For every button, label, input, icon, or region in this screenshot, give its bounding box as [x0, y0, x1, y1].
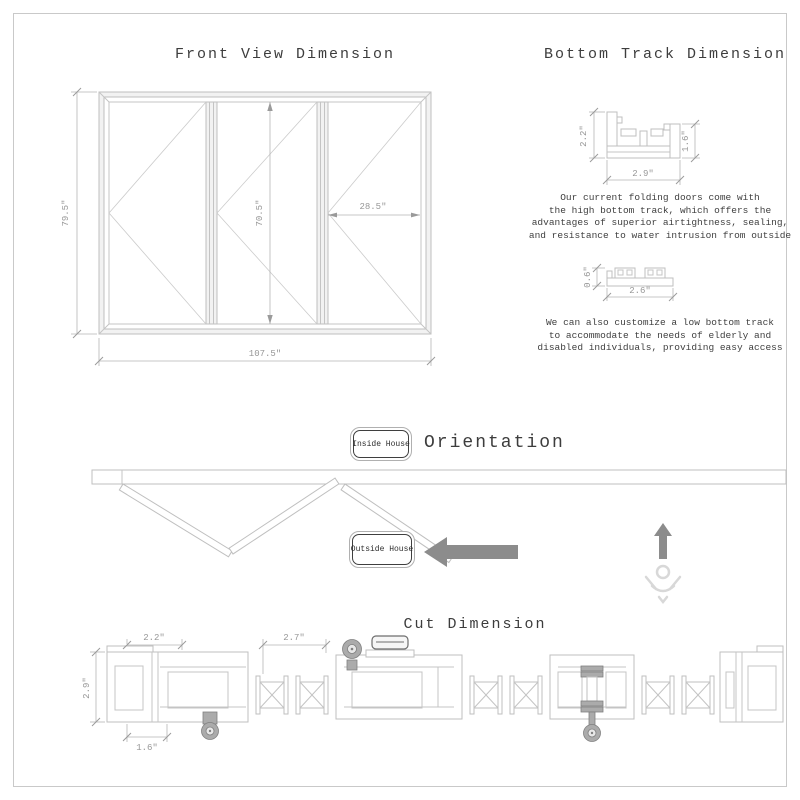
dim-low-track-height: 0.6" — [583, 263, 605, 291]
dim-cut-bottom-width: 1.6" — [122, 724, 172, 753]
dim-high-track-height: 2.2" — [579, 107, 605, 163]
dim-panel-width-label: 28.5" — [359, 202, 386, 212]
right-jamb-profile — [719, 645, 784, 723]
low-bottom-track-drawing: 0.6" 2.6" — [583, 263, 678, 302]
dim-cut-stile-width: 2.7" — [258, 633, 331, 674]
dim-cut-bottom-width-label: 1.6" — [136, 743, 158, 753]
front-view-drawing: 79.5" 107.5" 70.5" 28.5" — [61, 87, 436, 366]
orientation-title: Orientation — [424, 433, 565, 453]
front-view-title: Front View Dimension — [174, 46, 396, 63]
panel-swing-lines — [108, 101, 422, 325]
low-track-description: We can also customize a low bottom track… — [537, 317, 783, 353]
high-bottom-track-drawing: 2.2" 1.6" 2.9" — [579, 107, 700, 185]
dim-high-track-height-label: 2.2" — [579, 125, 589, 147]
dim-cut-depth: 2.9" — [82, 647, 105, 727]
thermal-break-pair-2 — [469, 675, 543, 715]
inside-house-badge: Inside House — [350, 427, 412, 461]
dim-high-track-right-height-label: 1.6" — [681, 130, 691, 152]
person-top-view-icon — [644, 564, 682, 605]
dim-total-width: 107.5" — [94, 338, 436, 366]
outside-house-badge: Outside House — [349, 531, 415, 568]
high-track-description: Our current folding doors come with the … — [528, 192, 792, 241]
door-frame — [98, 91, 432, 335]
dim-total-height-label: 79.5" — [61, 199, 71, 226]
dim-low-track-width-label: 2.6" — [629, 286, 651, 296]
panel-profile-middle — [335, 654, 463, 720]
dim-panel-height-label: 70.5" — [255, 199, 265, 226]
dim-high-track-width: 2.9" — [602, 160, 685, 185]
dim-cut-jamb-width-label: 2.2" — [143, 633, 165, 643]
track-plan-bar — [91, 469, 787, 485]
left-jamb-profile — [106, 645, 249, 723]
dim-cut-stile-width-label: 2.7" — [283, 633, 305, 643]
cut-dimension-title: Cut Dimension — [403, 616, 547, 633]
orientation-drawing — [91, 469, 787, 605]
open-direction-arrow-left-icon — [424, 537, 518, 567]
outside-house-label: Outside House — [351, 534, 413, 565]
top-roller-icon — [342, 639, 362, 671]
walk-direction-arrow-up-icon — [654, 523, 672, 559]
handle-icon — [365, 635, 415, 658]
dim-panel-height: 70.5" — [255, 102, 273, 324]
dim-low-track-height-label: 0.6" — [583, 266, 593, 288]
thermal-break-pair-1 — [255, 675, 329, 715]
dim-high-track-right-height: 1.6" — [681, 119, 700, 163]
dim-total-width-label: 107.5" — [249, 349, 281, 359]
dim-total-height: 79.5" — [61, 87, 97, 339]
dim-high-track-width-label: 2.9" — [632, 169, 654, 179]
high-track-profile — [606, 111, 681, 159]
cut-dimension-drawing: 2.9" 2.2" 2.7" 1.6" — [82, 633, 784, 753]
inside-house-label: Inside House — [352, 430, 410, 458]
dim-cut-depth-label: 2.9" — [82, 677, 92, 699]
dim-low-track-width: 2.6" — [602, 286, 678, 302]
sheet-border — [13, 13, 787, 787]
pulley-hinge-icon — [580, 665, 604, 742]
dim-panel-width: 28.5" — [328, 202, 420, 218]
bottom-track-title: Bottom Track Dimension — [543, 46, 787, 63]
dim-cut-jamb-width: 2.2" — [122, 633, 187, 650]
bottom-roller-icon — [201, 711, 219, 740]
low-track-profile — [606, 267, 674, 287]
thermal-break-pair-3 — [641, 675, 715, 715]
folding-panels-plan — [118, 477, 454, 564]
